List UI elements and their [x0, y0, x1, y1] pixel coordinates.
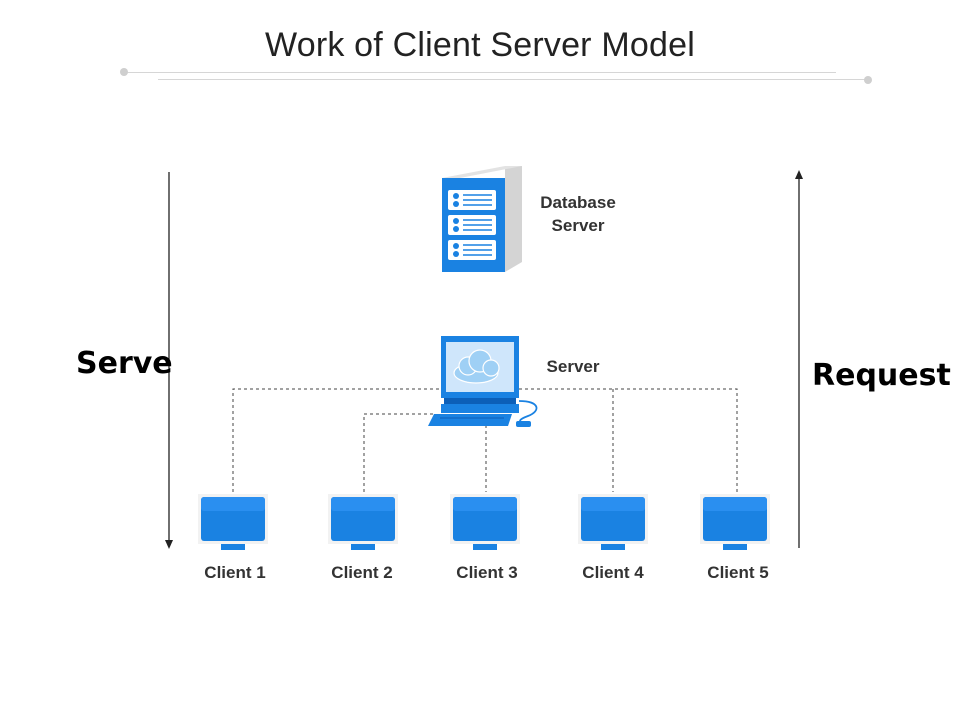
client-1-label: Client 1 — [204, 563, 266, 582]
network-connectors — [232, 388, 738, 492]
client-4-label: Client 4 — [582, 563, 644, 582]
server-computer-icon — [428, 336, 538, 427]
serve-arrow-icon — [165, 172, 173, 549]
database-server-label-line2: Server — [551, 216, 605, 235]
client-1-monitor-icon — [198, 494, 268, 550]
client-2-label: Client 2 — [331, 563, 393, 582]
client-monitor-icons — [198, 494, 770, 550]
client-2-monitor-icon — [328, 494, 398, 550]
client-5-label: Client 5 — [707, 563, 769, 582]
client-4-monitor-icon — [578, 494, 648, 550]
page-title: Work of Client Server Model — [265, 26, 695, 64]
database-server-label: Database Server — [528, 191, 628, 237]
cloud-icon — [453, 349, 500, 384]
database-server-icon — [442, 166, 522, 272]
request-label: Request — [812, 358, 951, 393]
database-server-label-line1: Database — [540, 193, 616, 212]
request-arrow-icon — [795, 170, 803, 548]
client-3-label: Client 3 — [456, 563, 518, 582]
client-5-monitor-icon — [700, 494, 770, 550]
client-3-monitor-icon — [450, 494, 520, 550]
serve-label: Serve — [76, 346, 173, 381]
server-label: Server — [546, 357, 600, 376]
